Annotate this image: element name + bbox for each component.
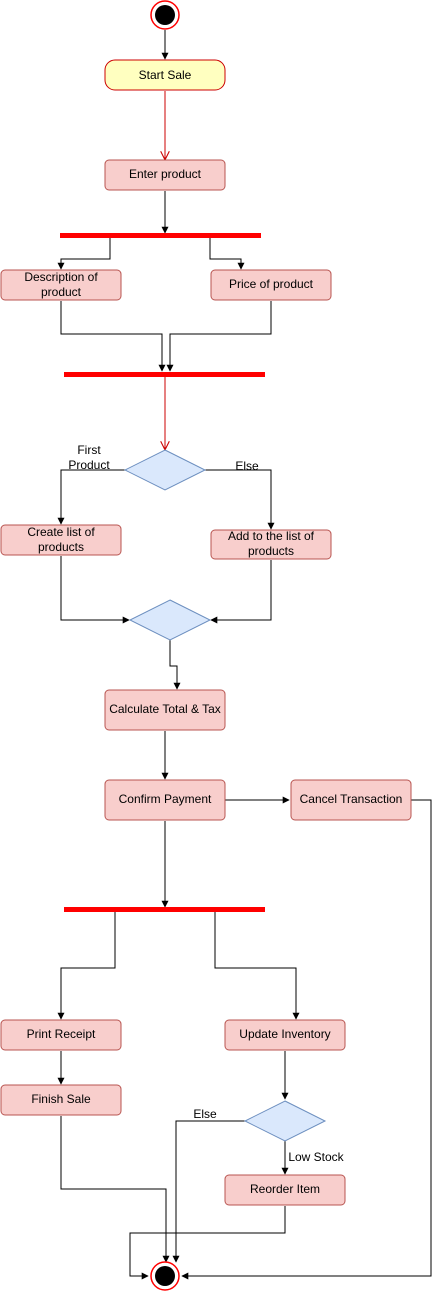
else-label-bottom: Else: [193, 1107, 217, 1121]
start-sale-label: Start Sale: [139, 68, 192, 82]
edge-finish-to-final: [60, 1116, 170, 1263]
edge-create-list-to-merge: [60, 556, 130, 624]
edge-decision-to-add-list: [205, 469, 275, 530]
stock-decision: [243, 1100, 327, 1142]
edge-decision-else-to-final: [172, 1120, 245, 1263]
else-label-top: Else: [235, 459, 259, 473]
fork-bar-1: [60, 233, 261, 238]
create-list-label-line1: Create list of: [27, 525, 95, 539]
merge-decision: [128, 599, 212, 641]
update-inventory-node[interactable]: Update Inventory: [224, 1019, 346, 1051]
confirm-payment-node[interactable]: Confirm Payment: [104, 779, 226, 821]
reorder-item-node[interactable]: Reorder Item: [224, 1174, 346, 1206]
calculate-total-tax-label: Calculate Total & Tax: [109, 702, 221, 716]
description-of-product-node[interactable]: Description of product: [0, 269, 122, 301]
first-product-label-line2: Product: [68, 458, 110, 472]
add-to-list-label-line2: products: [248, 544, 294, 558]
add-to-list-node[interactable]: Add to the list of products: [210, 529, 332, 560]
low-stock-label: Low Stock: [288, 1150, 344, 1164]
enter-product-node[interactable]: Enter product: [104, 159, 226, 191]
start-sale-node[interactable]: Start Sale: [104, 59, 226, 91]
edge-description-to-join: [60, 301, 166, 372]
edge-fork-to-description: [57, 237, 111, 270]
finish-sale-node[interactable]: Finish Sale: [0, 1084, 122, 1116]
edge-add-list-to-merge: [210, 560, 272, 624]
create-list-label-line2: products: [38, 540, 84, 554]
edge-fork-to-update: [214, 911, 300, 1020]
edge-reorder-to-final: [129, 1206, 286, 1280]
final-node: [150, 1261, 180, 1291]
edge-fork-to-price: [209, 237, 245, 270]
cancel-transaction-label: Cancel Transaction: [300, 792, 403, 806]
edge-price-to-join: [166, 301, 272, 372]
fork-bar-2: [64, 907, 265, 912]
price-of-product-label: Price of product: [229, 277, 314, 291]
description-label-line2: product: [41, 285, 82, 299]
description-label-line1: Description of: [24, 270, 98, 284]
enter-product-label: Enter product: [129, 167, 202, 181]
edges: [57, 30, 432, 1280]
calculate-total-tax-node[interactable]: Calculate Total & Tax: [104, 689, 226, 731]
price-of-product-node[interactable]: Price of product: [210, 269, 332, 301]
print-receipt-node[interactable]: Print Receipt: [0, 1019, 122, 1051]
reorder-item-label: Reorder Item: [250, 1182, 320, 1196]
first-product-label-line1: First: [77, 443, 101, 457]
confirm-payment-label: Confirm Payment: [119, 792, 212, 806]
cancel-transaction-node[interactable]: Cancel Transaction: [290, 779, 412, 821]
join-bar-1: [64, 372, 265, 377]
edge-cancel-to-final: [181, 799, 432, 1280]
create-list-of-products-node[interactable]: Create list of products: [0, 524, 122, 556]
add-to-list-label-line1: Add to the list of: [228, 529, 315, 543]
edge-merge-to-calculate: [169, 640, 181, 690]
print-receipt-label: Print Receipt: [27, 1027, 96, 1041]
initial-node: [150, 0, 180, 30]
first-product-decision: [123, 449, 207, 491]
finish-sale-label: Finish Sale: [31, 1092, 91, 1106]
edge-fork-to-print: [57, 911, 116, 1020]
edge-decision-to-create-list: [57, 469, 125, 525]
update-inventory-label: Update Inventory: [239, 1027, 330, 1041]
